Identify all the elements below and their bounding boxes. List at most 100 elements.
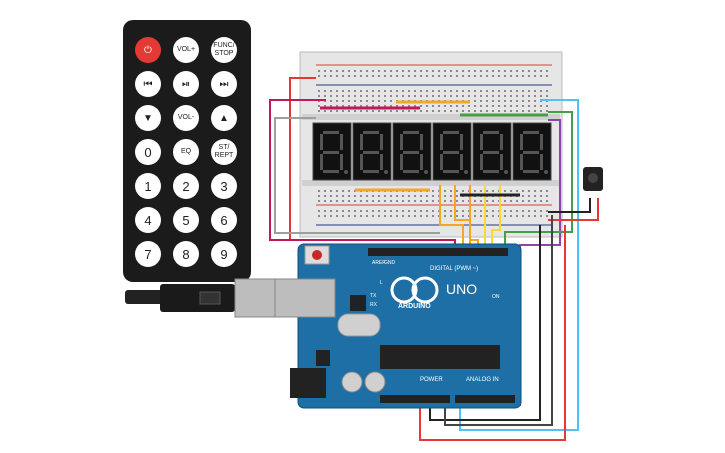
breadboard-hole	[336, 200, 338, 202]
breadboard-hole	[390, 215, 392, 217]
breadboard-hole	[426, 110, 428, 112]
play-pause-button[interactable]: ⏯	[173, 71, 199, 97]
breadboard-hole	[324, 195, 326, 197]
display-digit	[312, 122, 352, 181]
breadboard-hole	[402, 75, 404, 77]
display-segment	[523, 170, 539, 173]
breadboard-jumpers	[320, 100, 548, 197]
breadboard-hole	[414, 75, 416, 77]
breadboard-hole	[354, 90, 356, 92]
power-button[interactable]: ⏻	[135, 37, 161, 63]
breadboard-hole	[450, 110, 452, 112]
next-button[interactable]: ⏭	[211, 71, 237, 97]
breadboard-hole	[462, 215, 464, 217]
on-led-label: ON	[492, 294, 500, 300]
display-segment	[400, 154, 403, 170]
breadboard-hole	[384, 190, 386, 192]
one-button[interactable]: 1	[135, 173, 161, 199]
breadboard-hole	[498, 90, 500, 92]
display-decimal-point	[384, 170, 388, 174]
breadboard-hole	[396, 90, 398, 92]
display-segment	[320, 154, 323, 170]
two-button[interactable]: 2	[173, 173, 199, 199]
zero-button[interactable]: 0	[135, 139, 161, 165]
breadboard-hole	[420, 190, 422, 192]
breadboard-hole	[354, 70, 356, 72]
breadboard-hole	[438, 100, 440, 102]
breadboard-hole	[528, 200, 530, 202]
breadboard-hole	[540, 90, 542, 92]
breadboard-hole	[534, 200, 536, 202]
vol-up-button[interactable]: VOL+	[173, 37, 199, 63]
down-button[interactable]: ▼	[135, 105, 161, 131]
breadboard-hole	[342, 70, 344, 72]
breadboard-hole	[408, 90, 410, 92]
breadboard-hole	[426, 95, 428, 97]
five-button[interactable]: 5	[173, 207, 199, 233]
display-segment	[443, 131, 459, 134]
breadboard-hole	[432, 90, 434, 92]
breadboard-hole	[324, 200, 326, 202]
display-segment	[483, 170, 499, 173]
breadboard-hole	[384, 90, 386, 92]
three-button[interactable]: 3	[211, 173, 237, 199]
breadboard-hole	[324, 210, 326, 212]
breadboard-hole	[402, 215, 404, 217]
wire-orange-2	[454, 185, 471, 248]
wire-grey-left	[274, 117, 440, 234]
breadboard-hole	[516, 210, 518, 212]
breadboard-hole	[486, 195, 488, 197]
nine-button[interactable]: 9	[211, 241, 237, 267]
breadboard-hole	[348, 90, 350, 92]
breadboard-hole	[486, 105, 488, 107]
breadboard-hole	[492, 190, 494, 192]
breadboard-hole	[516, 190, 518, 192]
breadboard-hole	[372, 95, 374, 97]
breadboard-hole	[546, 195, 548, 197]
breadboard-hole	[480, 95, 482, 97]
digital-pins-label: DIGITAL (PWM ~)	[430, 266, 479, 272]
breadboard-hole	[414, 70, 416, 72]
breadboard-hole	[366, 195, 368, 197]
seven-button[interactable]: 7	[135, 241, 161, 267]
breadboard-hole	[492, 210, 494, 212]
display-decimal-point	[544, 170, 548, 174]
display-decimal-point	[504, 170, 508, 174]
breadboard-hole	[450, 95, 452, 97]
breadboard-hole	[330, 105, 332, 107]
func-stop-button[interactable]: FUNC/ STOP	[211, 37, 237, 63]
breadboard-hole	[486, 70, 488, 72]
four-button[interactable]: 4	[135, 207, 161, 233]
breadboard-hole	[420, 210, 422, 212]
breadboard-hole	[438, 95, 440, 97]
breadboard-hole	[522, 75, 524, 77]
previous-button[interactable]: ⏮	[135, 71, 161, 97]
breadboard-hole	[480, 190, 482, 192]
breadboard-hole	[378, 110, 380, 112]
breadboard-hole	[516, 90, 518, 92]
breadboard-hole	[354, 210, 356, 212]
breadboard-hole	[450, 90, 452, 92]
vol-down-button[interactable]: VOL-	[173, 105, 199, 131]
six-button[interactable]: 6	[211, 207, 237, 233]
breadboard-hole	[330, 75, 332, 77]
display-segment	[500, 134, 503, 150]
display-segment	[360, 134, 363, 150]
eight-button[interactable]: 8	[173, 241, 199, 267]
eq-button[interactable]: EQ	[173, 139, 199, 165]
gnd-label: GND	[384, 260, 396, 266]
breadboard-hole	[486, 190, 488, 192]
breadboard-hole	[468, 70, 470, 72]
breadboard-hole	[450, 215, 452, 217]
breadboard-hole	[330, 190, 332, 192]
breadboard-hole	[474, 200, 476, 202]
breadboard-hole	[516, 195, 518, 197]
up-button[interactable]: ▲	[211, 105, 237, 131]
st-rept-button[interactable]: ST/ REPT	[211, 139, 237, 165]
breadboard-hole	[522, 95, 524, 97]
breadboard-hole	[528, 215, 530, 217]
breadboard-hole	[432, 110, 434, 112]
breadboard-hole	[432, 195, 434, 197]
breadboard-hole	[342, 95, 344, 97]
display-segment	[320, 134, 323, 150]
